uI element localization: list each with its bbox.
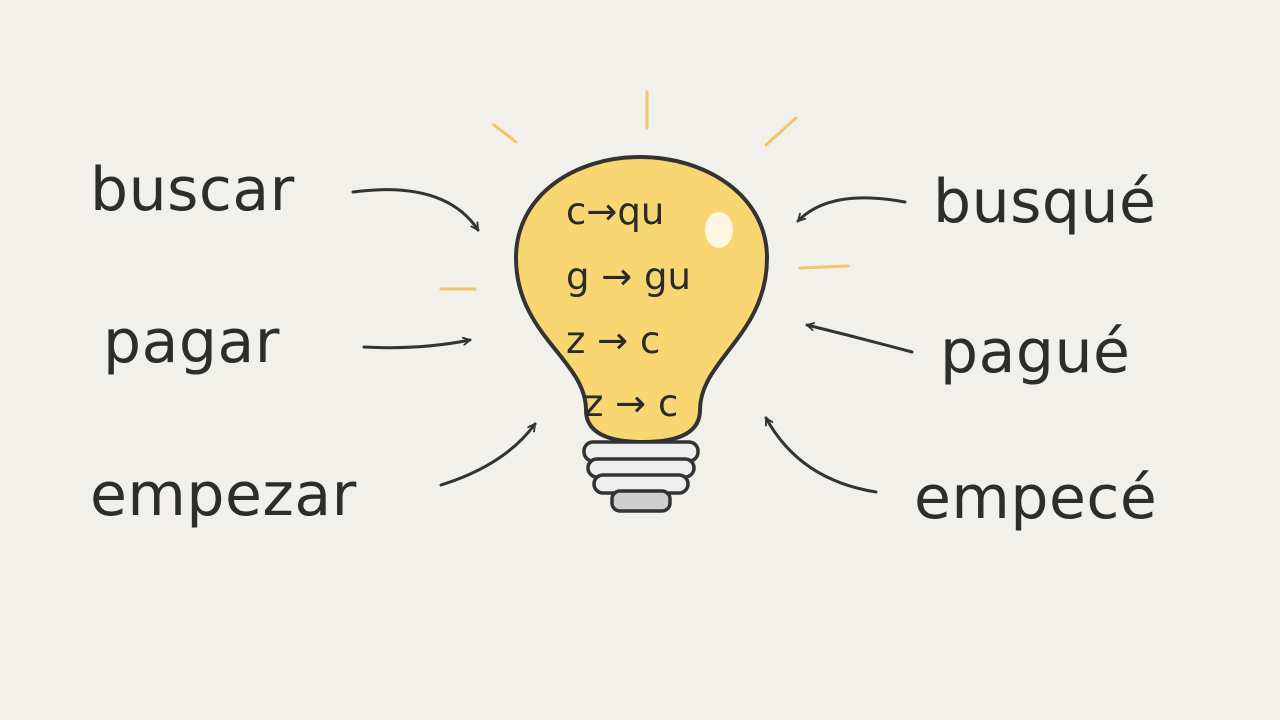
ray <box>764 116 798 147</box>
ray <box>798 264 850 270</box>
arrow-icon <box>764 416 878 494</box>
infinitive-buscar: buscar <box>90 155 295 225</box>
bulb-base-tip <box>610 489 672 513</box>
infinitive-empezar: empezar <box>90 460 357 530</box>
arrow-icon <box>796 196 907 223</box>
bulb-glass <box>514 155 769 444</box>
bulb-base <box>582 440 700 513</box>
preterite-busque: busqué <box>933 167 1157 237</box>
light-rays <box>439 90 850 291</box>
infinitive-pagar: pagar <box>103 307 280 377</box>
rule-z-c: z → c <box>566 319 661 362</box>
bulb-highlight <box>705 212 733 248</box>
ray <box>492 123 518 144</box>
arrows <box>351 188 914 494</box>
lightbulb-icon <box>514 155 769 513</box>
rule-z-c-repeat: z → c <box>584 382 679 425</box>
preterite-pague: pagué <box>940 317 1131 387</box>
rule-c-qu: c→qu <box>566 190 665 233</box>
arrow-icon <box>362 340 472 350</box>
rule-g-gu: g → gu <box>566 255 691 298</box>
preterite-empece: empecé <box>914 463 1158 533</box>
arrow-icon <box>351 188 480 232</box>
arrow-icon <box>805 325 914 354</box>
arrow-icon <box>439 422 537 487</box>
